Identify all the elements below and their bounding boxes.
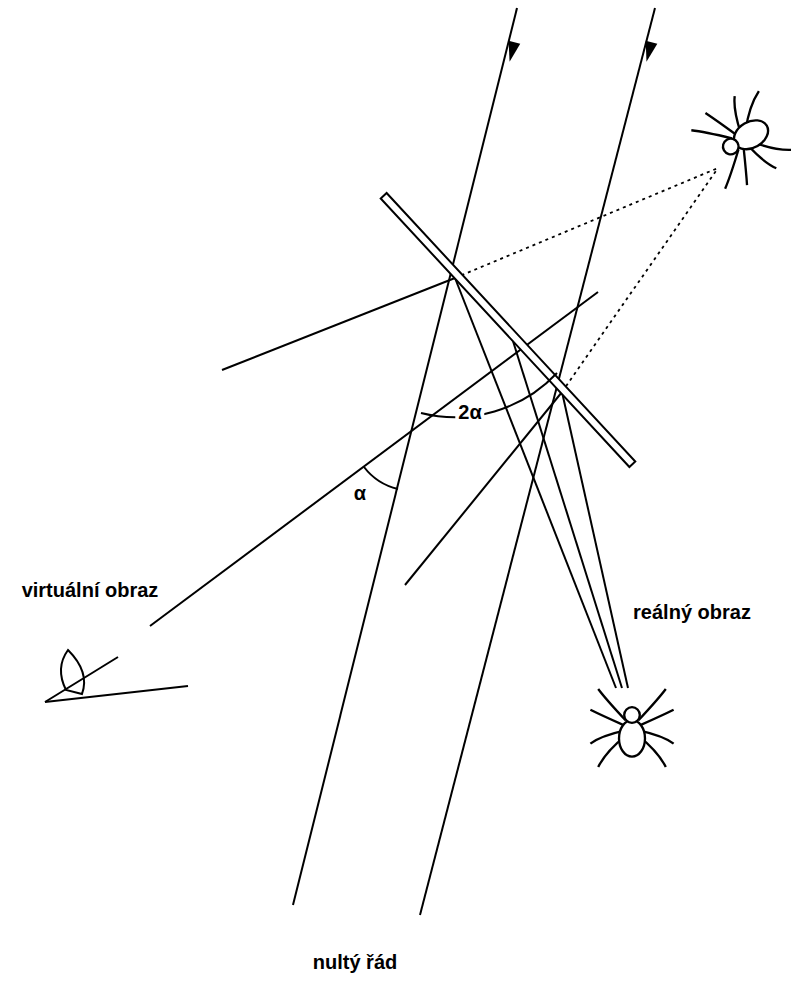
- virtual-rays: [455, 168, 718, 392]
- image-label: virtuální obraz: [19, 579, 162, 602]
- light-rays: [150, 8, 655, 915]
- diffracted-ray: [222, 278, 455, 370]
- arrowhead: [641, 41, 658, 63]
- diffracted-ray: [150, 292, 598, 626]
- converging-ray: [455, 278, 616, 688]
- eye-symbol: [45, 650, 188, 702]
- dotted-ray: [455, 168, 718, 278]
- angle-label: 2α: [455, 401, 484, 424]
- virtual-spider: [687, 84, 791, 195]
- arrowhead: [504, 41, 520, 63]
- angle-arc: [421, 373, 557, 417]
- angle-label: α: [351, 482, 369, 505]
- converging-ray: [562, 392, 628, 688]
- real-spider: [590, 689, 673, 767]
- incident-ray: [293, 8, 517, 905]
- incident-ray: [420, 8, 655, 915]
- angle-arcs: [364, 373, 557, 489]
- dotted-ray: [562, 168, 718, 392]
- plate: [381, 193, 636, 467]
- arrowheads: [504, 41, 658, 63]
- image-label: reálný obraz: [630, 601, 754, 624]
- hologram-plate: [381, 193, 636, 467]
- order-label: nultý řád: [310, 951, 400, 974]
